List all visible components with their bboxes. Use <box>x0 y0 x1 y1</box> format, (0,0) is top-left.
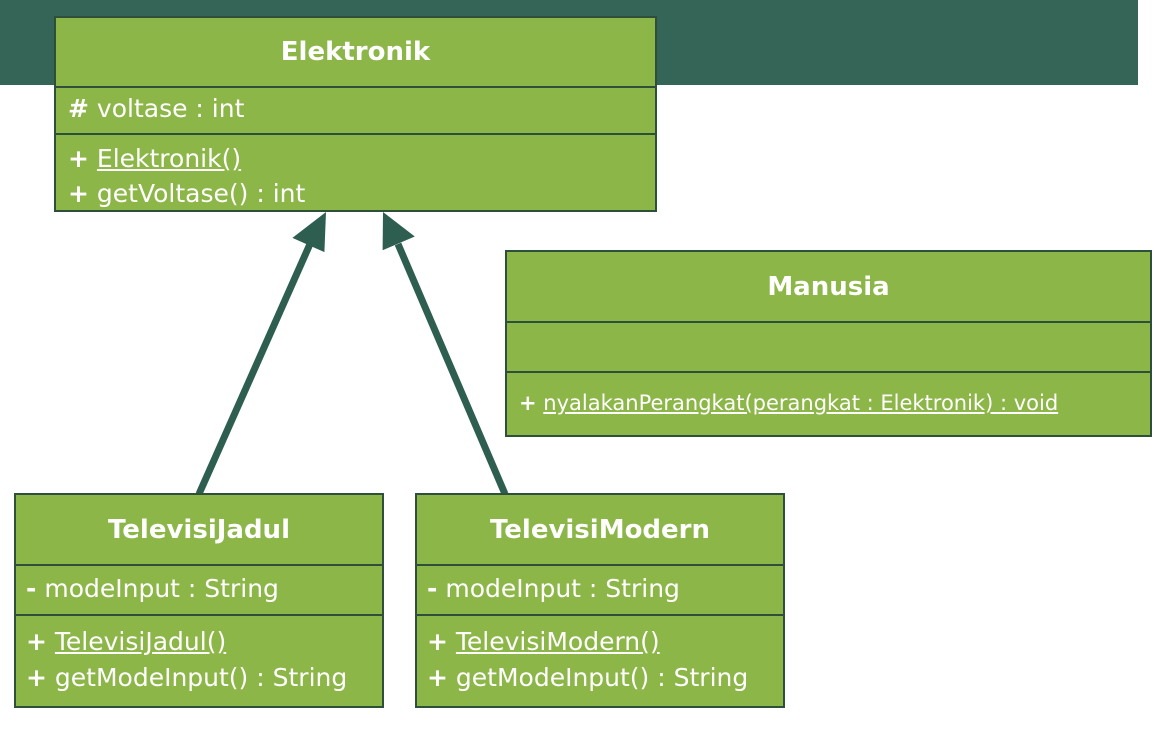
method-constructor: + TelevisiModern() <box>427 627 660 656</box>
inheritance-arrowhead-right <box>382 212 415 251</box>
methods-section: + Elektronik() + getVoltase() : int <box>56 135 655 211</box>
attributes-section: # voltase : int <box>56 88 655 135</box>
class-televisimodern[interactable]: TelevisiModern - modeInput : String + Te… <box>415 493 785 708</box>
attributes-section: - modeInput : String <box>417 566 783 616</box>
attribute-modeinput: - modeInput : String <box>26 574 279 603</box>
method-getmodeinput: + getModeInput() : String <box>427 663 749 692</box>
methods-section: + nyalakanPerangkat(perangkat : Elektron… <box>507 373 1150 415</box>
method-getmodeinput: + getModeInput() : String <box>26 663 348 692</box>
methods-section: + TelevisiModern() + getModeInput() : St… <box>417 616 783 696</box>
class-name: Manusia <box>507 252 1150 323</box>
inheritance-line-televisijadul <box>195 242 314 496</box>
class-elektronik[interactable]: Elektronik # voltase : int + Elektronik(… <box>54 16 657 212</box>
class-name: TelevisiJadul <box>16 495 382 566</box>
inheritance-arrowhead-left <box>292 212 326 253</box>
methods-section: + TelevisiJadul() + getModeInput() : Str… <box>16 616 382 696</box>
method-constructor: + Elektronik() <box>68 144 242 173</box>
class-name: Elektronik <box>56 18 655 88</box>
class-name: TelevisiModern <box>417 495 783 566</box>
class-televisijadul[interactable]: TelevisiJadul - modeInput : String + Tel… <box>14 493 384 708</box>
attributes-section <box>507 323 1150 373</box>
class-manusia[interactable]: Manusia + nyalakanPerangkat(perangkat : … <box>505 250 1152 437</box>
attribute-modeinput: - modeInput : String <box>427 574 680 603</box>
attribute-voltase: # voltase : int <box>68 94 245 123</box>
inheritance-line-televisimodern <box>394 242 509 496</box>
method-getvoltase: + getVoltase() : int <box>68 179 306 208</box>
attributes-section: - modeInput : String <box>16 566 382 616</box>
method-constructor: + TelevisiJadul() <box>26 627 227 656</box>
method-nyalakanperangkat: + nyalakanPerangkat(perangkat : Elektron… <box>519 391 1059 415</box>
